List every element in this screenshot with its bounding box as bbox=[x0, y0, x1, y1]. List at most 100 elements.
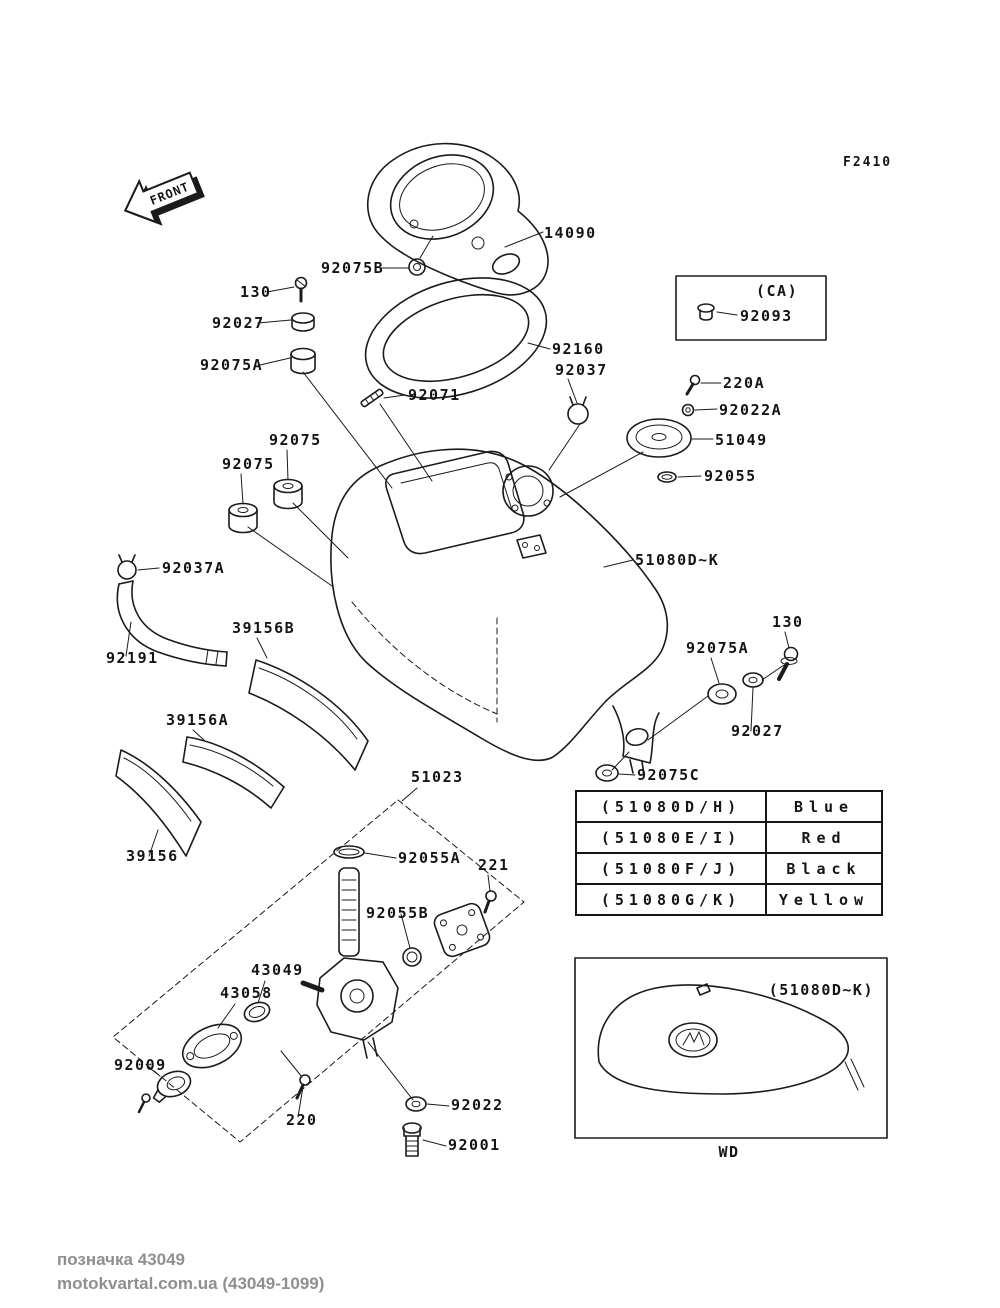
color-table-row: (51080G/K) Yellow bbox=[575, 883, 883, 916]
o-ring-43049-part bbox=[243, 1001, 271, 1023]
part-label-92027-top: 92027 bbox=[212, 314, 265, 332]
color-name-cell: Red bbox=[765, 821, 883, 854]
part-label-92055A: 92055A bbox=[398, 849, 461, 867]
part-label-92055B: 92055B bbox=[366, 904, 429, 922]
bolt-130-right-part bbox=[777, 646, 799, 681]
part-label-92075B: 92075B bbox=[321, 259, 384, 277]
figure-code: F2410 bbox=[843, 155, 892, 170]
watermark-line2: motokvartal.com.ua (43049-1099) bbox=[57, 1274, 325, 1293]
part-label-92093: 92093 bbox=[740, 307, 793, 325]
grommet-92075A-right-part bbox=[707, 683, 737, 705]
part-label-51049: 51049 bbox=[715, 431, 768, 449]
tank-emblem-icon bbox=[682, 1030, 705, 1046]
screw-221-part bbox=[483, 890, 497, 914]
ca-box-title: (CA) bbox=[756, 282, 798, 300]
part-label-92022: 92022 bbox=[451, 1096, 504, 1114]
part-label-92075A-top: 92075A bbox=[200, 356, 263, 374]
part-label-43049: 43049 bbox=[251, 961, 304, 979]
front-arrow-shape bbox=[123, 171, 200, 224]
watermark-footer: позначка 43049 motokvartal.com.ua (43049… bbox=[57, 1248, 324, 1296]
fuel-tank-part bbox=[330, 448, 669, 775]
bolt-92001-part bbox=[402, 1122, 422, 1157]
collar-92027-top-part bbox=[291, 312, 315, 332]
bolt-130-top-part bbox=[294, 276, 308, 303]
part-label-92075-1: 92075 bbox=[269, 431, 322, 449]
part-label-220: 220 bbox=[286, 1111, 318, 1129]
grommet-92075C-part bbox=[595, 764, 619, 782]
front-arrow: FRONT bbox=[123, 171, 205, 226]
hose-92191-part bbox=[116, 580, 228, 667]
diaphragm-cover-221-part bbox=[433, 902, 491, 958]
color-code-cell: (51080D/H) bbox=[575, 790, 767, 823]
knee-pad-39156A-part bbox=[182, 736, 285, 809]
damper-92075A-top-part bbox=[290, 347, 316, 375]
o-ring-92055-part bbox=[657, 471, 677, 483]
cup-92009-part bbox=[152, 1070, 192, 1103]
part-label-39156B: 39156B bbox=[232, 619, 295, 637]
part-label-92075C: 92075C bbox=[637, 766, 700, 784]
screw-92009-mount-part bbox=[137, 1093, 151, 1114]
part-label-51023: 51023 bbox=[411, 768, 464, 786]
watermark-line1: позначка 43049 bbox=[57, 1250, 186, 1269]
part-label-92027-right: 92027 bbox=[731, 722, 784, 740]
wd-caption: WD bbox=[718, 1143, 739, 1161]
part-label-92037A: 92037A bbox=[162, 559, 225, 577]
part-label-130-top: 130 bbox=[240, 283, 272, 301]
part-label-92191: 92191 bbox=[106, 649, 159, 667]
collar-92027-right-part bbox=[742, 672, 764, 688]
part-label-92037: 92037 bbox=[555, 361, 608, 379]
part-label-92071: 92071 bbox=[408, 386, 461, 404]
part-label-220A: 220A bbox=[723, 374, 765, 392]
pin-92071-part bbox=[360, 388, 384, 408]
damper-92075-2-part bbox=[228, 502, 258, 534]
part-label-43058: 43058 bbox=[220, 984, 273, 1002]
fuel-cap-51049-part bbox=[626, 418, 692, 458]
part-labels: 14090 92075B 130 92027 92075A 92071 9216… bbox=[106, 224, 804, 1154]
part-label-51080DK: 51080D~K bbox=[635, 551, 719, 569]
knee-pad-39156-part bbox=[115, 749, 202, 857]
assembly-lines bbox=[247, 371, 788, 1101]
screw-220-part bbox=[295, 1074, 311, 1100]
color-table-row: (51080F/J) Black bbox=[575, 852, 883, 885]
gasket-92160-part bbox=[364, 277, 548, 399]
washer-92022-part bbox=[405, 1096, 427, 1112]
color-table-row: (51080D/H) Blue bbox=[575, 790, 883, 823]
color-name-cell: Black bbox=[765, 852, 883, 885]
gasket-plate-43058-part bbox=[181, 1023, 243, 1069]
washer-92022A-part bbox=[681, 403, 695, 417]
grommet-92093-part bbox=[697, 303, 715, 321]
speedometer-housing bbox=[366, 142, 549, 296]
grommet-92075B-part bbox=[408, 258, 426, 276]
standpipe-part bbox=[338, 867, 360, 957]
ca-box: (CA) 92093 bbox=[675, 275, 827, 341]
part-label-39156: 39156 bbox=[126, 847, 179, 865]
color-code-cell: (51080F/J) bbox=[575, 852, 767, 885]
color-code-cell: (51080E/I) bbox=[575, 821, 767, 854]
part-label-92160: 92160 bbox=[552, 340, 605, 358]
part-label-92055: 92055 bbox=[704, 467, 757, 485]
color-table-row: (51080E/I) Red bbox=[575, 821, 883, 854]
color-name-cell: Yellow bbox=[765, 883, 883, 916]
part-label-130-right: 130 bbox=[772, 613, 804, 631]
color-name-cell: Blue bbox=[765, 790, 883, 823]
clamp-92037-part bbox=[567, 396, 589, 425]
o-ring-92055B-part bbox=[402, 947, 422, 967]
part-label-39156A: 39156A bbox=[166, 711, 229, 729]
petcock-body-part bbox=[300, 957, 399, 1059]
part-label-221: 221 bbox=[478, 856, 510, 874]
tank-color-box: (51080D~K) bbox=[574, 957, 888, 1139]
part-label-14090: 14090 bbox=[544, 224, 597, 242]
part-label-92022A: 92022A bbox=[719, 401, 782, 419]
screw-220A-part bbox=[685, 374, 701, 396]
tank-rear-bracket bbox=[612, 705, 660, 775]
part-label-92075A-right: 92075A bbox=[686, 639, 749, 657]
o-ring-92055A-part bbox=[333, 845, 365, 859]
damper-92075-1-part bbox=[273, 478, 303, 510]
tank-color-box-code: (51080D~K) bbox=[769, 981, 874, 999]
part-label-92001: 92001 bbox=[448, 1136, 501, 1154]
part-label-92075-2: 92075 bbox=[222, 455, 275, 473]
part-label-92009: 92009 bbox=[114, 1056, 167, 1074]
petcock-assembly-box bbox=[112, 799, 525, 1143]
